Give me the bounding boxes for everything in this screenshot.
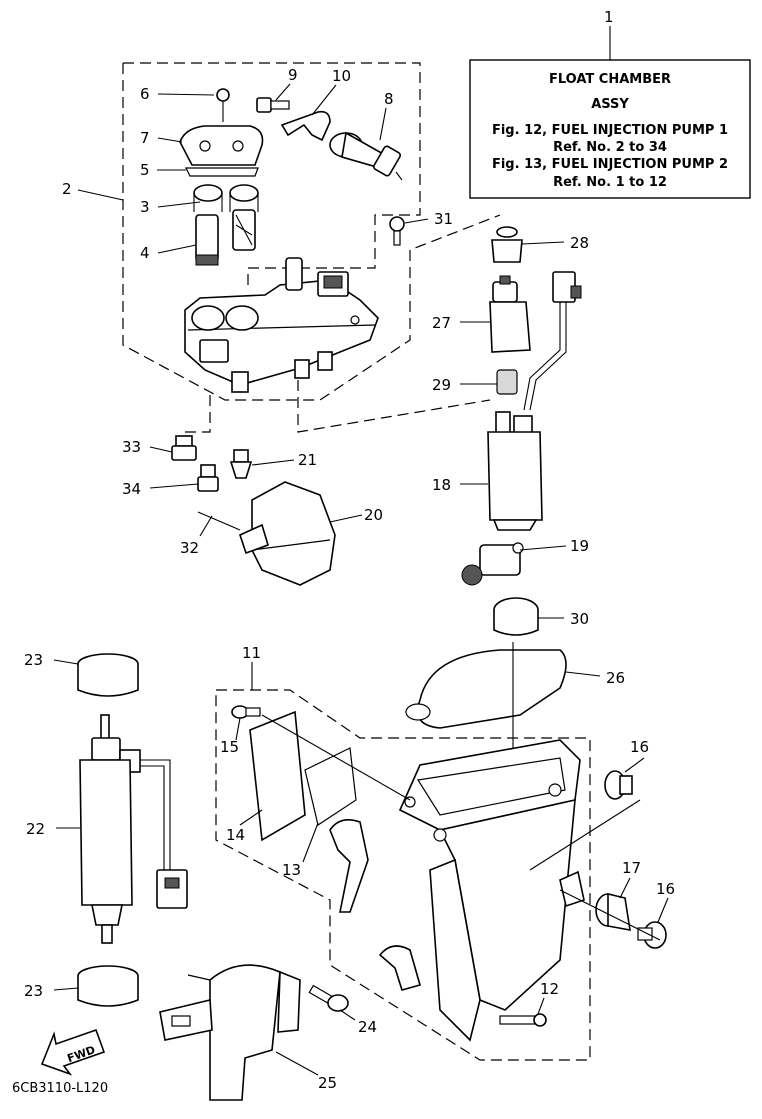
chamber-mount	[559, 870, 585, 908]
part-24-bolt	[308, 984, 349, 1012]
title-line-4: Ref. No. 2 to 34	[553, 140, 667, 155]
chamber-bracket-upper	[329, 819, 369, 913]
callout-7: 7	[140, 129, 150, 147]
callout-31: 31	[434, 210, 453, 228]
drawing-code: 6CB3110-L120	[12, 1081, 108, 1096]
callout-23-upper: 23	[24, 651, 43, 669]
part-14-plate	[249, 710, 306, 842]
callout-1: 1	[604, 8, 614, 26]
callout-33: 33	[122, 438, 141, 456]
callout-11: 11	[242, 644, 261, 662]
part-22-fuel-pump	[79, 714, 188, 944]
callout-30: 30	[570, 610, 589, 628]
part-33-bolt	[171, 435, 197, 461]
callout-16-lower: 16	[656, 880, 675, 898]
title-line-3: Fig. 12, FUEL INJECTION PUMP 1	[492, 123, 728, 138]
assembly-2-outline-upper	[123, 62, 421, 290]
callout-22: 22	[26, 820, 45, 838]
part-32-wire	[197, 511, 241, 531]
callout-13: 13	[282, 861, 301, 879]
callout-25: 25	[318, 1074, 337, 1092]
callout-2: 2	[62, 180, 72, 198]
callout-21: 21	[298, 451, 317, 469]
part-4-filter	[195, 209, 256, 266]
float-chamber-cover-body	[184, 257, 379, 393]
callout-8: 8	[384, 90, 394, 108]
part-7-cover	[179, 125, 264, 166]
callout-17: 17	[622, 859, 641, 877]
float-chamber-body	[398, 739, 581, 1042]
forward-arrow: FWD	[40, 1028, 106, 1076]
part-8-regulator	[329, 131, 403, 181]
title-box-frame	[469, 59, 751, 199]
callout-20: 20	[364, 506, 383, 524]
callout-23-lower: 23	[24, 982, 43, 1000]
part-6-screw	[216, 88, 230, 122]
callout-19: 19	[570, 537, 589, 555]
pump-harness	[523, 271, 582, 411]
axis-line-plate	[261, 714, 411, 801]
callout-14: 14	[226, 826, 245, 844]
callout-34: 34	[122, 480, 141, 498]
assembly-11-outline	[215, 689, 591, 1061]
part-20-cover	[239, 481, 336, 586]
callout-4: 4	[140, 244, 150, 262]
callout-16-upper: 16	[630, 738, 649, 756]
part-19-strainer	[461, 542, 524, 586]
leader-lines	[53, 83, 669, 1076]
forward-arrow-shape	[40, 1028, 106, 1076]
callout-24: 24	[358, 1018, 377, 1036]
part-34-bolt	[197, 464, 219, 492]
part-5-gasket	[185, 167, 259, 177]
callout-9: 9	[288, 66, 298, 84]
callout-3: 3	[140, 198, 150, 216]
title-line-2: ASSY	[591, 97, 629, 112]
chamber-bracket-lower	[378, 945, 421, 991]
part-21-fitting	[229, 449, 253, 479]
part-15-bolt	[231, 705, 261, 719]
callout-18: 18	[432, 476, 451, 494]
part-18-fuel-pump	[487, 411, 543, 531]
part-25-bracket	[159, 964, 301, 1101]
part-26-gasket	[416, 649, 567, 729]
title-line-1: FLOAT CHAMBER	[549, 72, 671, 87]
assembly-2-pump-guide	[297, 380, 491, 433]
callout-6: 6	[140, 85, 150, 103]
callout-28: 28	[570, 234, 589, 252]
title-line-5: Fig. 13, FUEL INJECTION PUMP 2	[492, 157, 728, 172]
part-16-grommet-upper	[604, 770, 633, 800]
part-13-gasket	[304, 747, 357, 826]
part-23-ring-upper	[77, 653, 139, 697]
part-27-pump-top	[489, 275, 531, 353]
callout-5: 5	[140, 161, 150, 179]
callout-10: 10	[332, 67, 351, 85]
part-28-damper	[491, 226, 523, 263]
assembly-2-bolt-guide	[180, 395, 211, 433]
part-30-holder	[493, 597, 539, 636]
part-31-screw	[389, 216, 405, 246]
part-29-sleeve	[496, 369, 518, 395]
callout-32: 32	[180, 539, 199, 557]
part-9-bolt	[256, 97, 290, 113]
part-10-bracket	[280, 110, 331, 142]
callout-numbers: 1 2 3 4 5 6 7 8 9 10 11 12 13 14 15 16 1…	[24, 8, 675, 1092]
callout-15: 15	[220, 738, 239, 756]
callout-26: 26	[606, 669, 625, 687]
title-box: FLOAT CHAMBER ASSY Fig. 12, FUEL INJECTI…	[469, 26, 751, 199]
part-23-ring-lower	[77, 965, 139, 1007]
part-16-grommet-lower	[637, 921, 667, 949]
callout-29: 29	[432, 376, 451, 394]
part-12-screw	[499, 1013, 547, 1027]
callout-12: 12	[540, 980, 559, 998]
part-3-holder	[193, 184, 259, 212]
part-17-mount	[595, 892, 631, 931]
assembly-2-outline-lower	[122, 63, 501, 401]
callout-27: 27	[432, 314, 451, 332]
title-line-6: Ref. No. 1 to 12	[553, 175, 667, 190]
